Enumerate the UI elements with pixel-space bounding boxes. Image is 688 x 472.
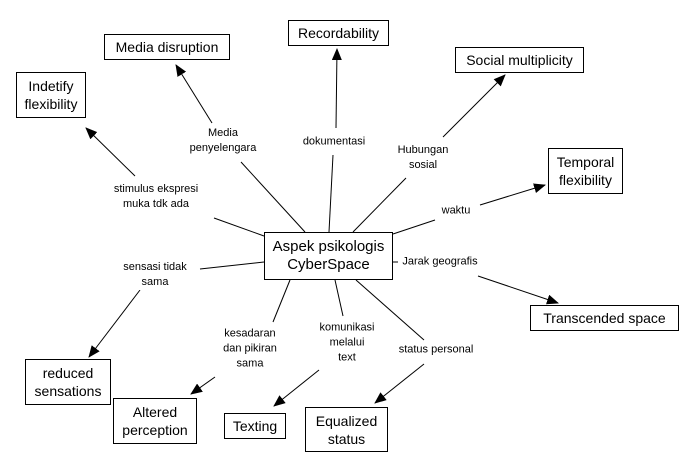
node-texting[interactable]: Texting: [224, 413, 286, 439]
node-media-disruption[interactable]: Media disruption: [104, 34, 230, 60]
center-node[interactable]: Aspek psikologis CyberSpace: [264, 232, 393, 280]
node-transcended-space[interactable]: Transcended space: [530, 305, 679, 331]
node-temporal-flexibility[interactable]: Temporal flexibility: [548, 148, 623, 194]
edge-label-komunikasi: komunikasi melalui text: [319, 320, 375, 366]
edge-media-disruption: [175, 64, 306, 233]
edge-label-jarak-geografis: Jarak geografis: [402, 254, 478, 270]
edge-label-stimulus: stimulus ekspresi muka tdk ada: [113, 182, 199, 212]
edge-texting: [273, 279, 344, 407]
node-social-multiplicity[interactable]: Social multiplicity: [455, 47, 584, 73]
edge-equalized: [355, 279, 425, 404]
edge-label-kesadaran: kesadaran dan pikiran sama: [223, 326, 277, 372]
edge-reduced: [88, 261, 265, 358]
node-recordability[interactable]: Recordability: [288, 20, 389, 46]
edge-label-dokumentasi: dokumentasi: [302, 134, 366, 150]
edge-recordability: [328, 48, 342, 233]
edge-altered: [190, 279, 291, 395]
edge-transcended: [393, 261, 559, 305]
node-equalized-status[interactable]: Equalized status: [305, 407, 388, 452]
edge-label-sensasi: sensasi tidak sama: [123, 260, 187, 290]
edge-indetify: [85, 127, 265, 237]
node-indetify-flexibility[interactable]: Indetify flexibility: [16, 72, 86, 118]
edge-label-media-penyelengara: Media penyelengara: [189, 126, 257, 156]
edge-temporal: [392, 183, 546, 235]
edge-label-hubungan-sosial: Hubungan sosial: [397, 143, 449, 173]
edge-social-multiplicity: [352, 74, 506, 233]
edge-label-status-personal: status personal: [398, 342, 474, 358]
node-altered-perception[interactable]: Altered perception: [113, 398, 197, 444]
node-reduced-sensations[interactable]: reduced sensations: [25, 359, 111, 405]
edge-label-waktu: waktu: [441, 203, 471, 219]
